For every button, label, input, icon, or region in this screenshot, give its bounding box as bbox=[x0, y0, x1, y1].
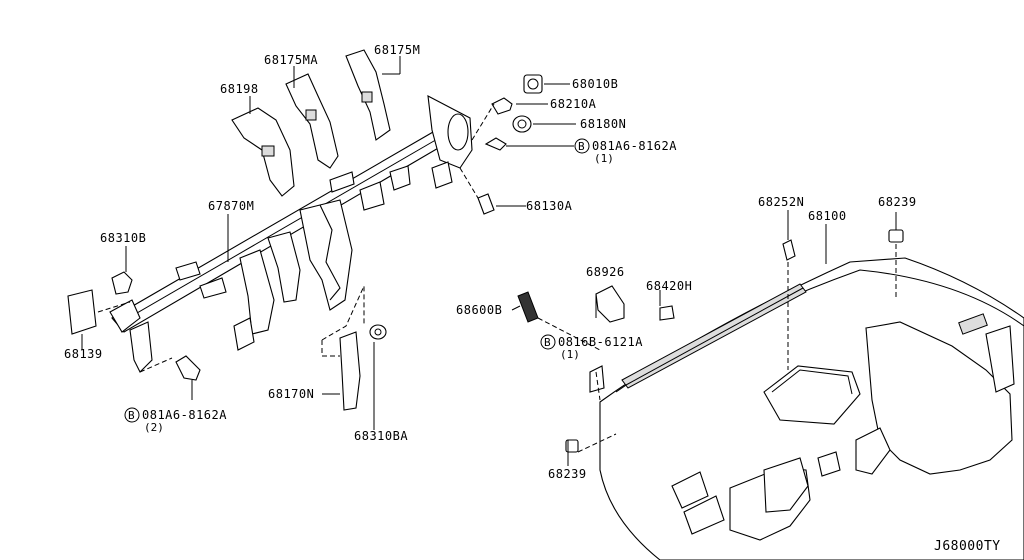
instrument-panel-68100 bbox=[589, 257, 1024, 560]
label-68180n[interactable]: 68180N bbox=[580, 117, 626, 131]
bolt-marker-3: B bbox=[124, 407, 140, 423]
qty-0816b-6121a: (1) bbox=[560, 348, 580, 361]
label-68252n[interactable]: 68252N bbox=[758, 195, 804, 209]
fasteners-upper bbox=[477, 74, 543, 215]
label-68010b[interactable]: 68010B bbox=[572, 77, 618, 91]
diagram-code: J68000TY bbox=[934, 539, 1001, 554]
small-parts-panel bbox=[517, 229, 904, 453]
bolt-symbol: B bbox=[578, 140, 585, 153]
bracket-68175ma bbox=[285, 73, 339, 169]
label-68420h[interactable]: 68420H bbox=[646, 279, 692, 293]
steering-member-67870m bbox=[109, 95, 473, 373]
label-68310b[interactable]: 68310B bbox=[100, 231, 146, 245]
fasteners-left bbox=[67, 271, 201, 381]
label-68239-bottom[interactable]: 68239 bbox=[548, 467, 587, 481]
label-68198[interactable]: 68198 bbox=[220, 82, 259, 96]
leader-lines bbox=[81, 56, 897, 466]
label-68239-top[interactable]: 68239 bbox=[878, 195, 917, 209]
bolt-symbol: B bbox=[128, 409, 135, 422]
bolt-marker-2: B bbox=[540, 334, 556, 350]
bracket-68170n bbox=[339, 324, 387, 411]
label-68130a[interactable]: 68130A bbox=[526, 199, 573, 213]
label-68175ma[interactable]: 68175MA bbox=[264, 53, 318, 67]
bolt-symbol: B bbox=[544, 336, 551, 349]
label-68310ba[interactable]: 68310BA bbox=[354, 429, 408, 443]
qty-081a6-8162a-top: (1) bbox=[594, 152, 614, 165]
bracket-68198 bbox=[231, 107, 295, 197]
label-68170n[interactable]: 68170N bbox=[268, 387, 314, 401]
label-081a6-8162a-bottom[interactable]: 081A6-8162A bbox=[142, 408, 227, 422]
label-68210a[interactable]: 68210A bbox=[550, 97, 597, 111]
bracket-68175m bbox=[345, 49, 391, 141]
label-68600b[interactable]: 68600B bbox=[456, 303, 502, 317]
label-68926[interactable]: 68926 bbox=[586, 265, 625, 279]
label-67870m[interactable]: 67870M bbox=[208, 199, 254, 213]
label-0816b-6121a[interactable]: 0816B-6121A bbox=[558, 335, 643, 349]
bolt-marker-1: B bbox=[574, 138, 590, 154]
label-68139[interactable]: 68139 bbox=[64, 347, 103, 361]
label-68175m[interactable]: 68175M bbox=[374, 43, 420, 57]
label-68100[interactable]: 68100 bbox=[808, 209, 847, 223]
qty-081a6-8162a-bottom: (2) bbox=[144, 421, 164, 434]
label-081a6-8162a-top[interactable]: 081A6-8162A bbox=[592, 139, 677, 153]
